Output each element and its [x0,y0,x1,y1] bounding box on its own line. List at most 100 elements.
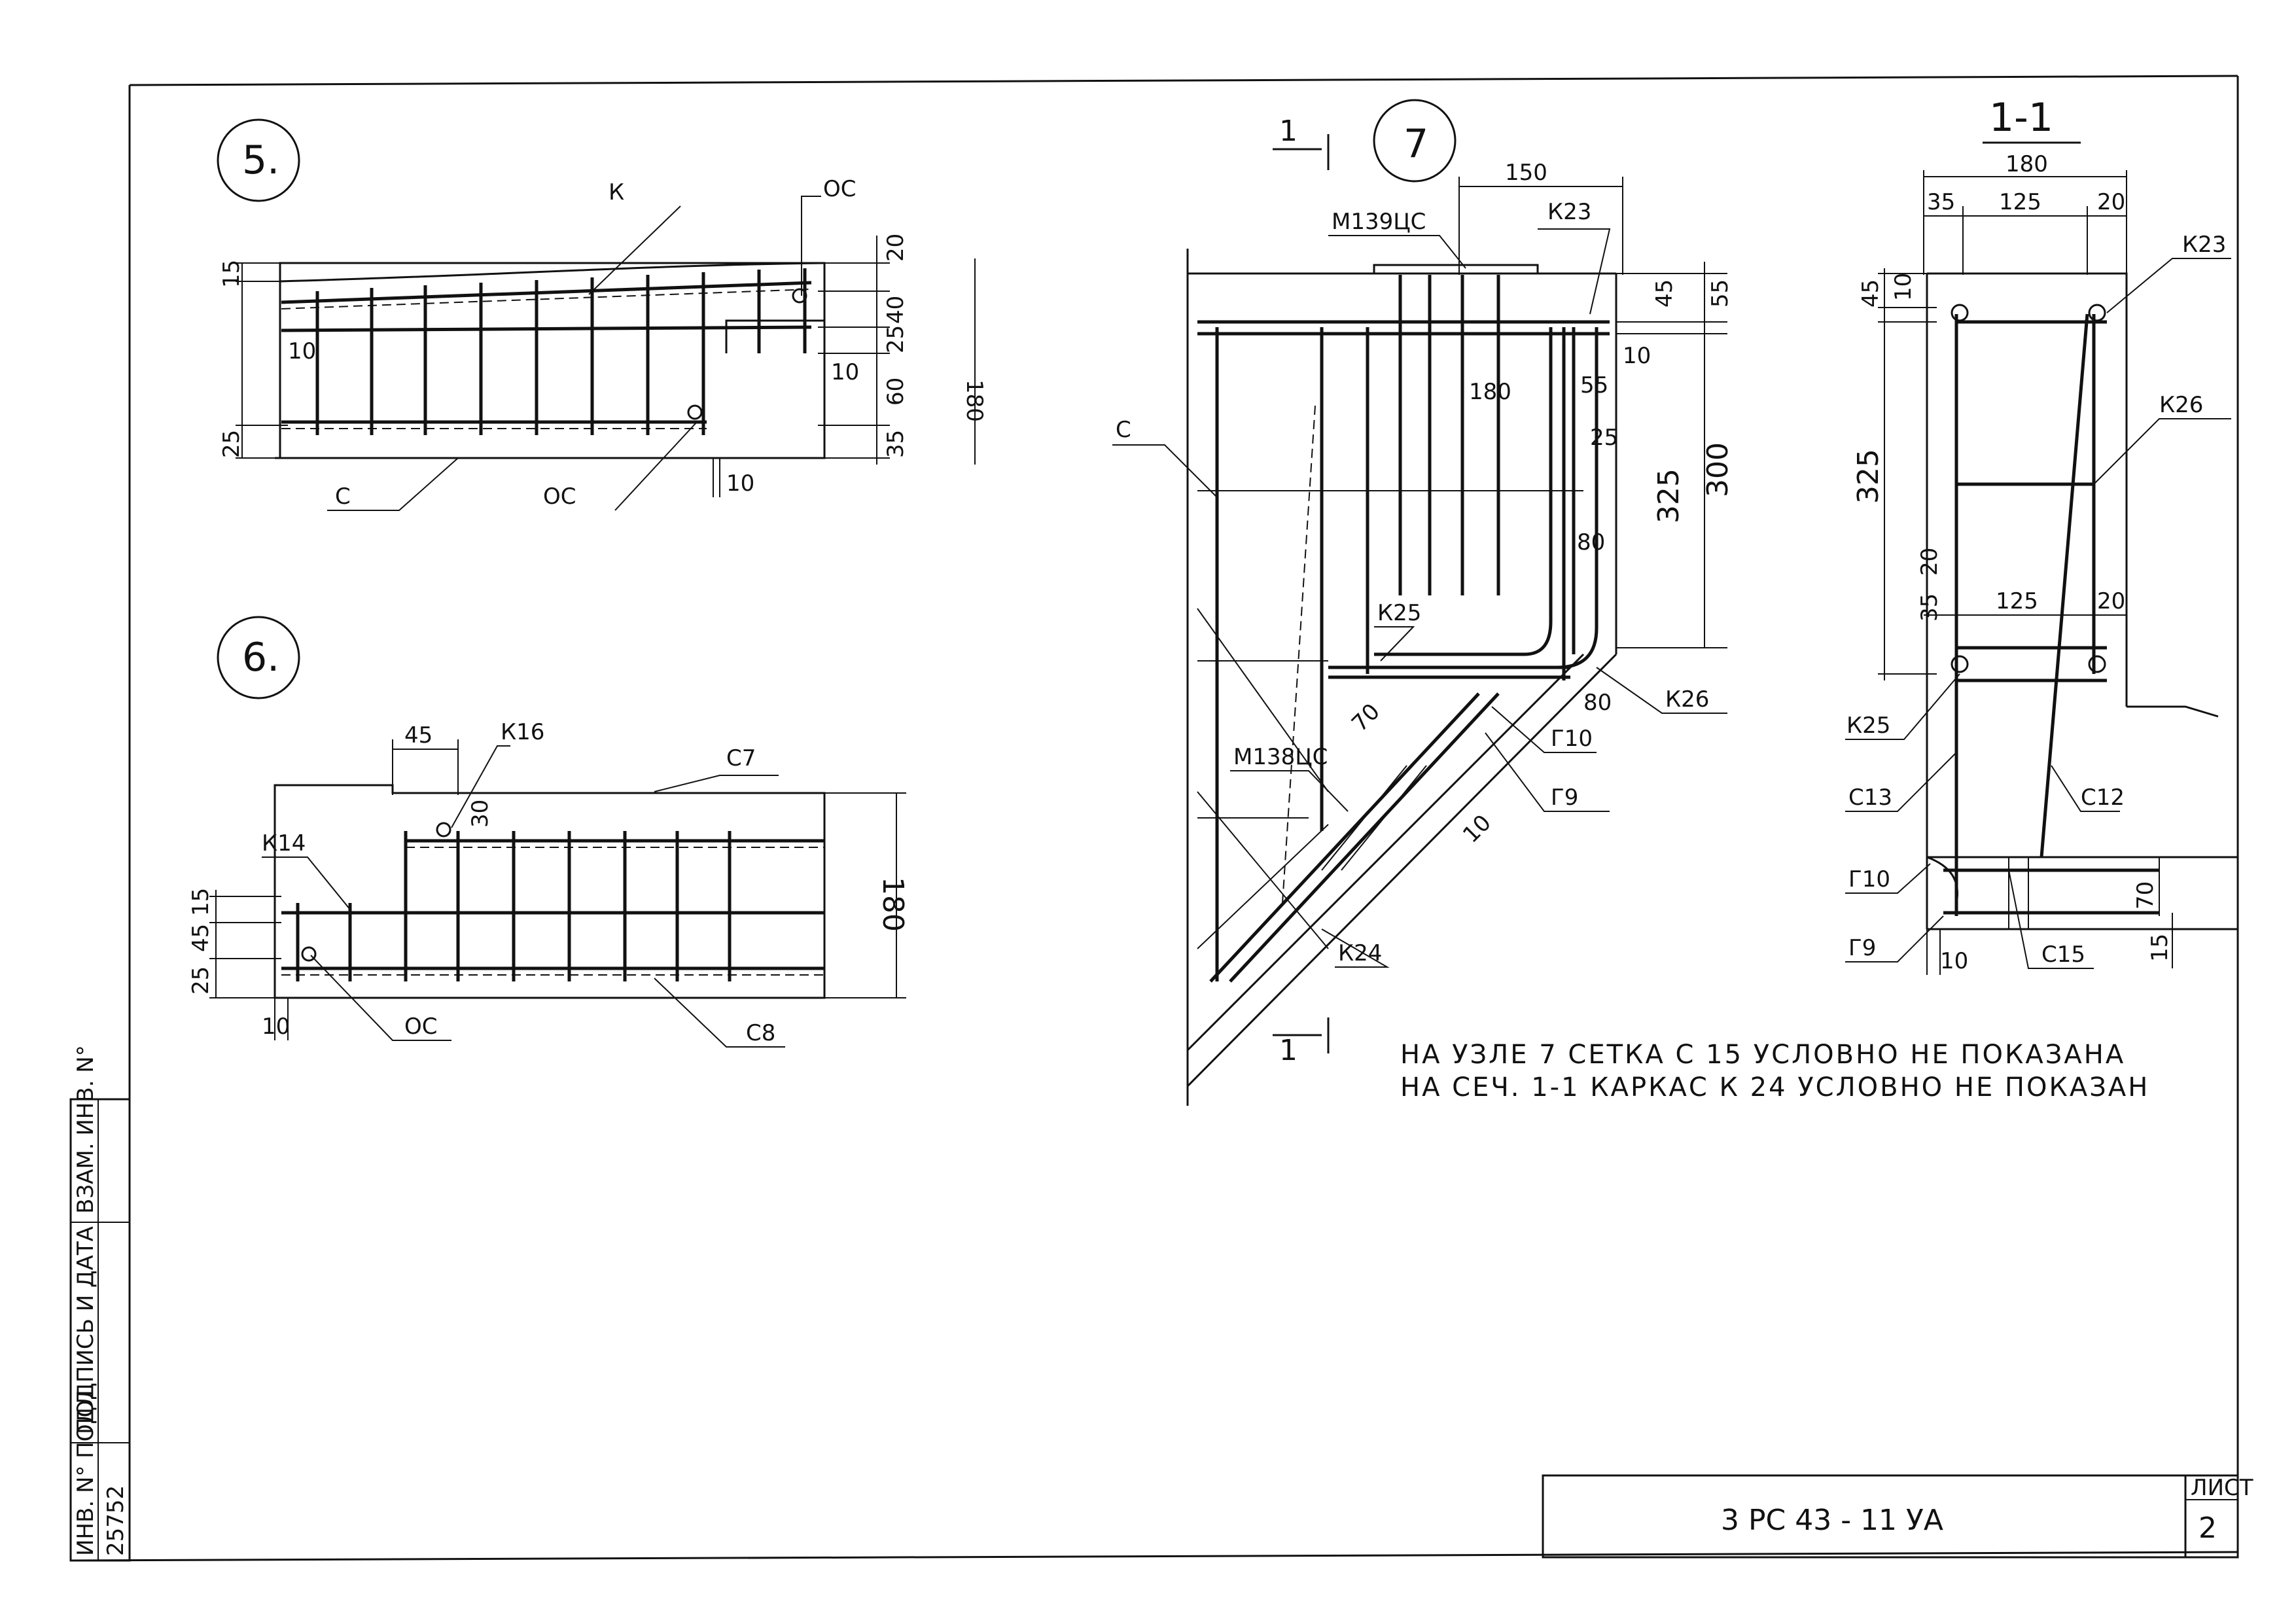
stamp-podpis-label: ПОДПИСЬ И ДАТА [73,1226,99,1434]
node-6-label-k16: К16 [501,719,544,745]
node-5-bubble [217,118,300,202]
stamp-inv-number: 25752 [103,1485,129,1556]
node-6-number: 6. [242,635,279,680]
section-1-1-label-g9: Г9 [1848,935,1876,961]
node-5-label-c: С [335,484,351,510]
title-block-code: 3 РС 43 - 11 УА [1721,1504,1943,1537]
section-1-1-dim-mid-20b: 20 [2097,588,2125,614]
stamp-vzam-label: ВЗАМ. ИНВ. N° [73,1045,99,1214]
node-6-dim-bottom-10: 10 [262,1014,290,1040]
section-1-1-dim-right-15: 15 [2147,934,2173,962]
node-6-label-c8: С8 [746,1020,775,1046]
node-7-label-g9: Г9 [1551,785,1578,811]
node-6-dim-left-45: 45 [188,924,214,952]
section-1-1-dim-mid-20: 20 [1916,548,1943,576]
section-1-1-dim-mid-125: 125 [1996,588,2038,614]
node-7-label-k26: К26 [1665,686,1709,713]
section-1-1-dim-top-180: 180 [2005,151,2048,177]
node-5-label-oc-top: ОС [823,176,857,202]
node-6-label-c7: С7 [726,745,756,771]
node-7-dim-inner-80b: 80 [1583,690,1612,716]
node-7-label-c: С [1116,417,1131,443]
section-1-1-label-c13: С13 [1848,785,1892,811]
node-7-number: 7 [1404,121,1428,167]
node-7-dim-inner-180: 180 [1469,379,1511,405]
section-1-1-dim-top-20: 20 [2097,189,2125,215]
node-5-number: 5. [242,137,279,183]
node-7-label-k24: К24 [1338,940,1382,966]
section-1-1-label-k23: К23 [2182,232,2226,258]
node-5-dim-right-35: 35 [883,430,909,458]
node-6-dim-left-25: 25 [188,966,214,995]
node-7-label-k25: К25 [1377,600,1421,626]
section-1-1-dim-bottom-10: 10 [1940,948,1968,974]
node-5-label-k: К [609,179,624,205]
node-6-dim-top-30: 30 [467,800,493,828]
section-1-1-label-c12: С12 [2081,785,2125,811]
node-7-label-k23: К23 [1547,199,1591,225]
node-6-label-oc: ОС [404,1014,438,1040]
node-5-dim-right-60: 60 [883,378,909,406]
node-6-dim-top-45: 45 [404,722,433,749]
drawing-notes: НА УЗЛЕ 7 СЕТКА С 15 УСЛОВНО НЕ ПОКАЗАНА… [1400,1040,2149,1103]
node-7-dim-right-10: 10 [1623,343,1651,369]
node-6-dim-overall-180: 180 [876,877,910,932]
note-line-1: НА УЗЛЕ 7 СЕТКА С 15 УСЛОВНО НЕ ПОКАЗАНА [1400,1040,2125,1070]
node-7-dim-diag-10: 10 [1458,809,1496,848]
section-1-1-title: 1-1 [1989,95,2053,141]
node-7-label-m139: М139ЦС [1332,209,1426,235]
node-7-section-mark-top: 1 [1273,115,1330,170]
node-5-label-oc-bottom: ОС [543,484,576,510]
title-block: 3 РС 43 - 11 УА ЛИСТ 2 [1542,1474,2253,1559]
section-1-1-dim-left-325: 325 [1852,449,1885,504]
note-line-2: НА СЕЧ. 1-1 КАРКАС К 24 УСЛОВНО НЕ ПОКАЗ… [1400,1072,2149,1103]
section-1-1-dim-top-35: 35 [1927,189,1955,215]
node-7-dim-diag-70: 70 [1347,698,1385,737]
node-7-dim-top-150: 150 [1505,160,1547,186]
node-7-dim-right-55: 55 [1707,279,1733,308]
node-7-dim-inner-55: 55 [1580,372,1608,398]
node-7-label-m138: М138ЦС [1233,744,1328,770]
section-1-1-dim-mid-35: 35 [1916,593,1943,622]
node-5-dim-right-40: 40 [883,296,909,324]
node-6-stirrups [296,831,732,981]
section-1-1-label-c15: С15 [2041,942,2085,968]
section-1-1-dim-right-70: 70 [2132,881,2159,909]
title-block-sheet-number: 2 [2199,1511,2217,1545]
node-7: 7 1 1 [1112,99,1735,1106]
node-7-section-mark-bottom: 1 [1273,1017,1330,1067]
sheet-frame [70,75,2239,1562]
node-5-dim-right-10: 10 [831,359,859,385]
node-6-label-k14: К14 [262,830,306,856]
node-5-dim-overall-180: 180 [961,380,987,422]
node-7-dim-right-45: 45 [1651,279,1678,308]
svg-text:1: 1 [1279,115,1298,148]
node-5-stirrups [315,268,807,435]
svg-text:1: 1 [1279,1034,1298,1067]
node-5-dim-left-10: 10 [288,338,316,364]
node-5: 5. К ОС С [217,118,987,511]
node-5-dim-right-25: 25 [883,325,909,353]
section-1-1-label-k25: К25 [1846,713,1890,739]
node-6-dim-left-15: 15 [188,888,214,916]
node-6: 6. К16 К14 С7 С8 ОС [188,616,910,1048]
section-1-1-label-k26: К26 [2159,392,2203,418]
side-stamp: ВЗАМ. ИНВ. N° ПОДПИСЬ И ДАТА ИНВ. N° ПОД… [69,1045,131,1562]
stamp-inv-podl-label: ИНВ. N° ПОДЛ. [73,1383,99,1556]
section-1-1-dim-left-10: 10 [1890,273,1916,301]
node-7-vertical-bars [1215,275,1576,981]
section-1-1-label-g10: Г10 [1848,866,1890,892]
node-5-dim-left-15: 15 [219,260,245,288]
node-5-dim-left-25: 25 [219,430,245,458]
node-6-bubble [217,616,300,699]
title-block-sheet-label: ЛИСТ [2191,1475,2253,1501]
section-1-1-dim-left-45: 45 [1858,279,1884,308]
node-7-label-g10: Г10 [1551,726,1593,752]
node-7-dim-inner-80a: 80 [1577,529,1605,556]
node-7-dim-right-300: 300 [1701,442,1735,497]
node-5-dim-bottom-10: 10 [726,470,754,497]
section-1-1-dim-top-125: 125 [1999,189,2041,215]
node-7-bubble [1373,99,1457,183]
section-1-1: 1-1 180 35 125 20 [1845,95,2238,975]
